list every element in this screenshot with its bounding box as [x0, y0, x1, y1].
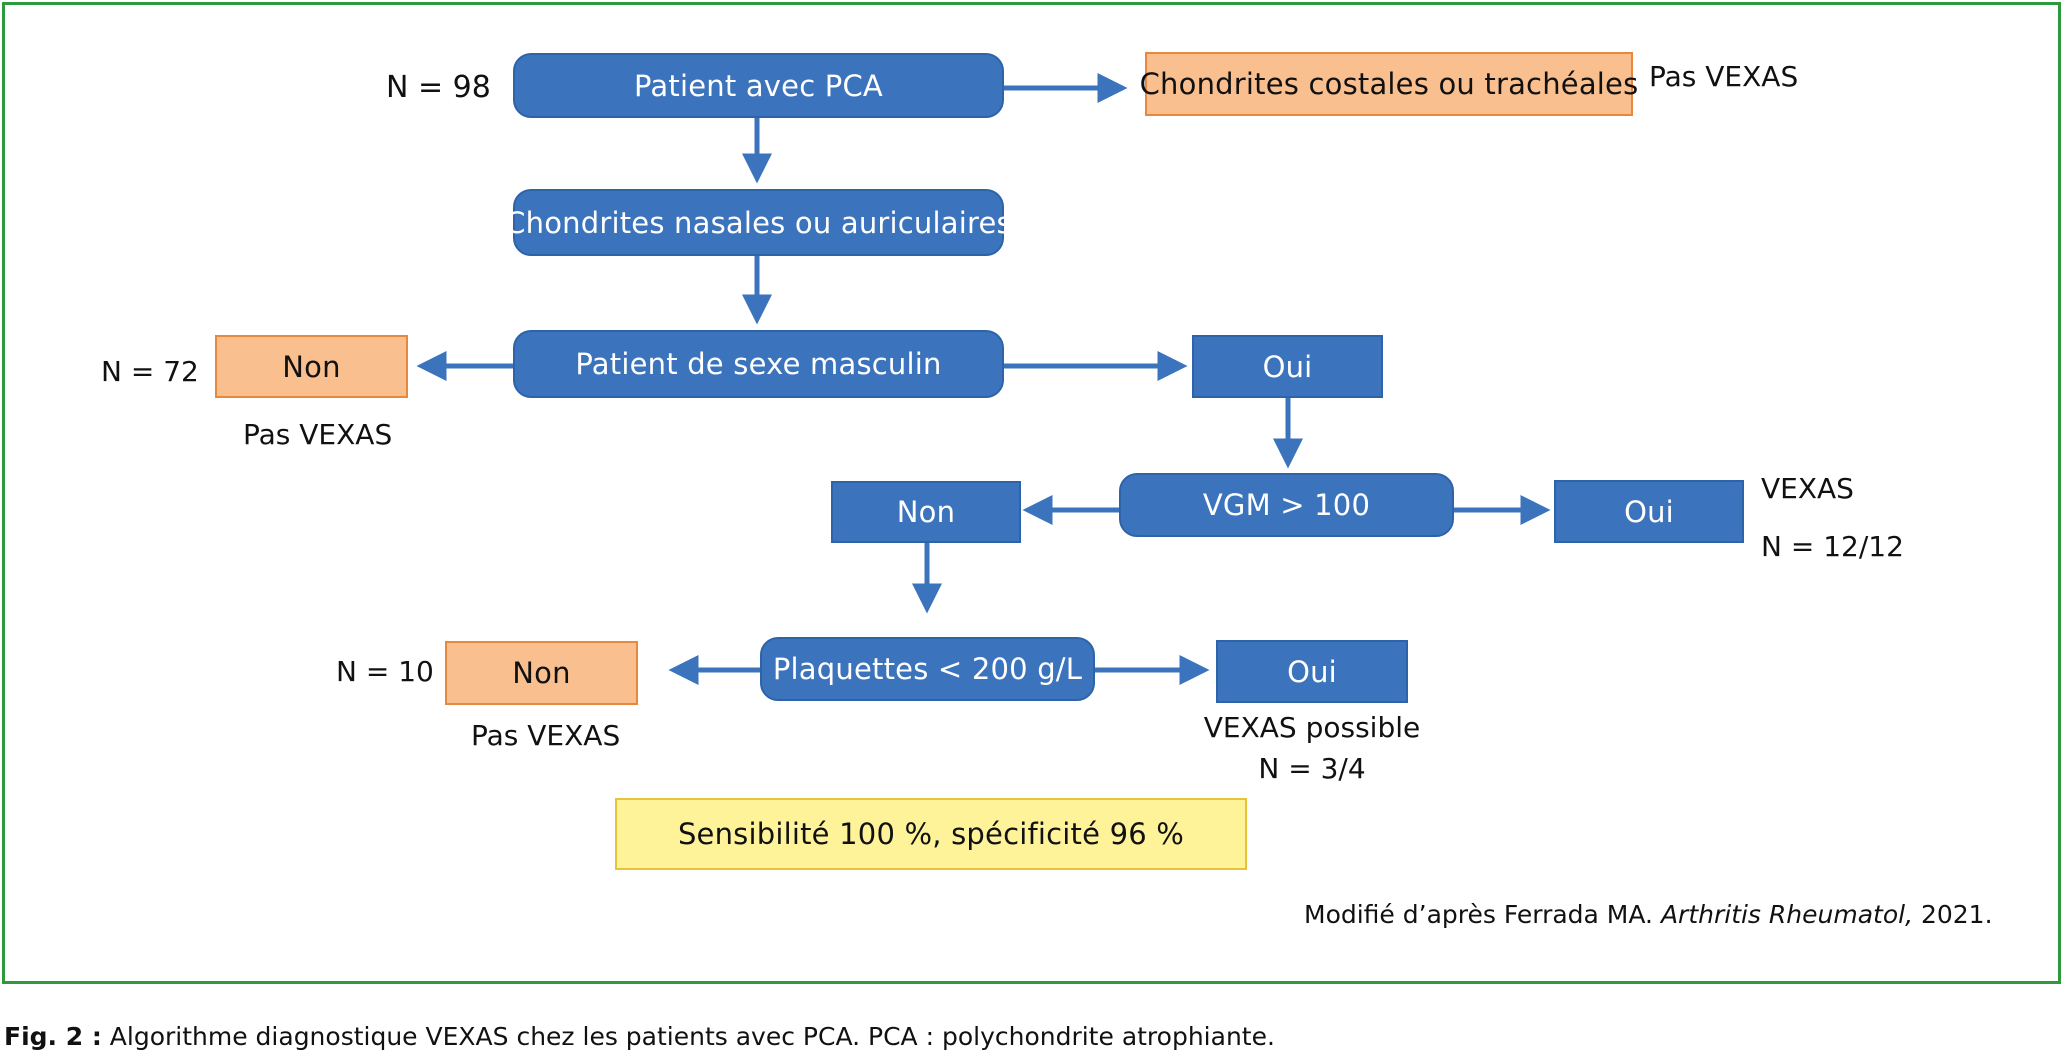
node-start: Patient avec PCA: [513, 53, 1004, 118]
source-credit: Modifié d’après Ferrada MA. Arthritis Rh…: [1304, 900, 1993, 929]
male-no-count: N = 72: [101, 355, 199, 388]
credit-journal: Arthritis Rheumatol,: [1660, 900, 1914, 929]
node-male-yes: Oui: [1192, 335, 1383, 398]
node-male: Patient de sexe masculin: [513, 330, 1004, 398]
caption-text: Algorithme diagnostique VEXAS chez les p…: [101, 1022, 1275, 1051]
caption-label: Fig. 2 :: [4, 1022, 102, 1051]
vgm-yes-outcome: VEXAS: [1761, 472, 1854, 505]
plaq-no-outcome: Pas VEXAS: [471, 719, 621, 752]
credit-year: 2021.: [1913, 900, 1993, 929]
plaq-no-count: N = 10: [336, 655, 434, 688]
vgm-yes-count: N = 12/12: [1761, 530, 1904, 563]
node-vgm-yes: Oui: [1554, 480, 1744, 543]
node-vgm-no: Non: [831, 481, 1021, 543]
figure-caption: Fig. 2 : Algorithme diagnostique VEXAS c…: [4, 1022, 1275, 1051]
male-no-outcome: Pas VEXAS: [243, 418, 393, 451]
start-count: N = 98: [386, 70, 491, 105]
node-plaq-no: Non: [445, 641, 638, 705]
plaq-yes-count: N = 3/4: [1258, 752, 1366, 785]
summary-box: Sensibilité 100 %, spécificité 96 %: [615, 798, 1247, 870]
node-costal: Chondrites costales ou trachéales: [1140, 52, 1638, 116]
node-male-no: Non: [215, 335, 408, 398]
node-plaquettes: Plaquettes < 200 g/L: [760, 637, 1095, 701]
costal-outcome: Pas VEXAS: [1649, 60, 1799, 93]
node-vgm: VGM > 100: [1119, 473, 1454, 537]
figure-frame: [2, 2, 2061, 984]
plaq-yes-outcome: VEXAS possible: [1203, 711, 1421, 744]
credit-prefix: Modifié d’après Ferrada MA.: [1304, 900, 1661, 929]
node-plaq-yes: Oui: [1216, 640, 1408, 703]
node-nasal: Chondrites nasales ou auriculaires: [505, 189, 1012, 256]
